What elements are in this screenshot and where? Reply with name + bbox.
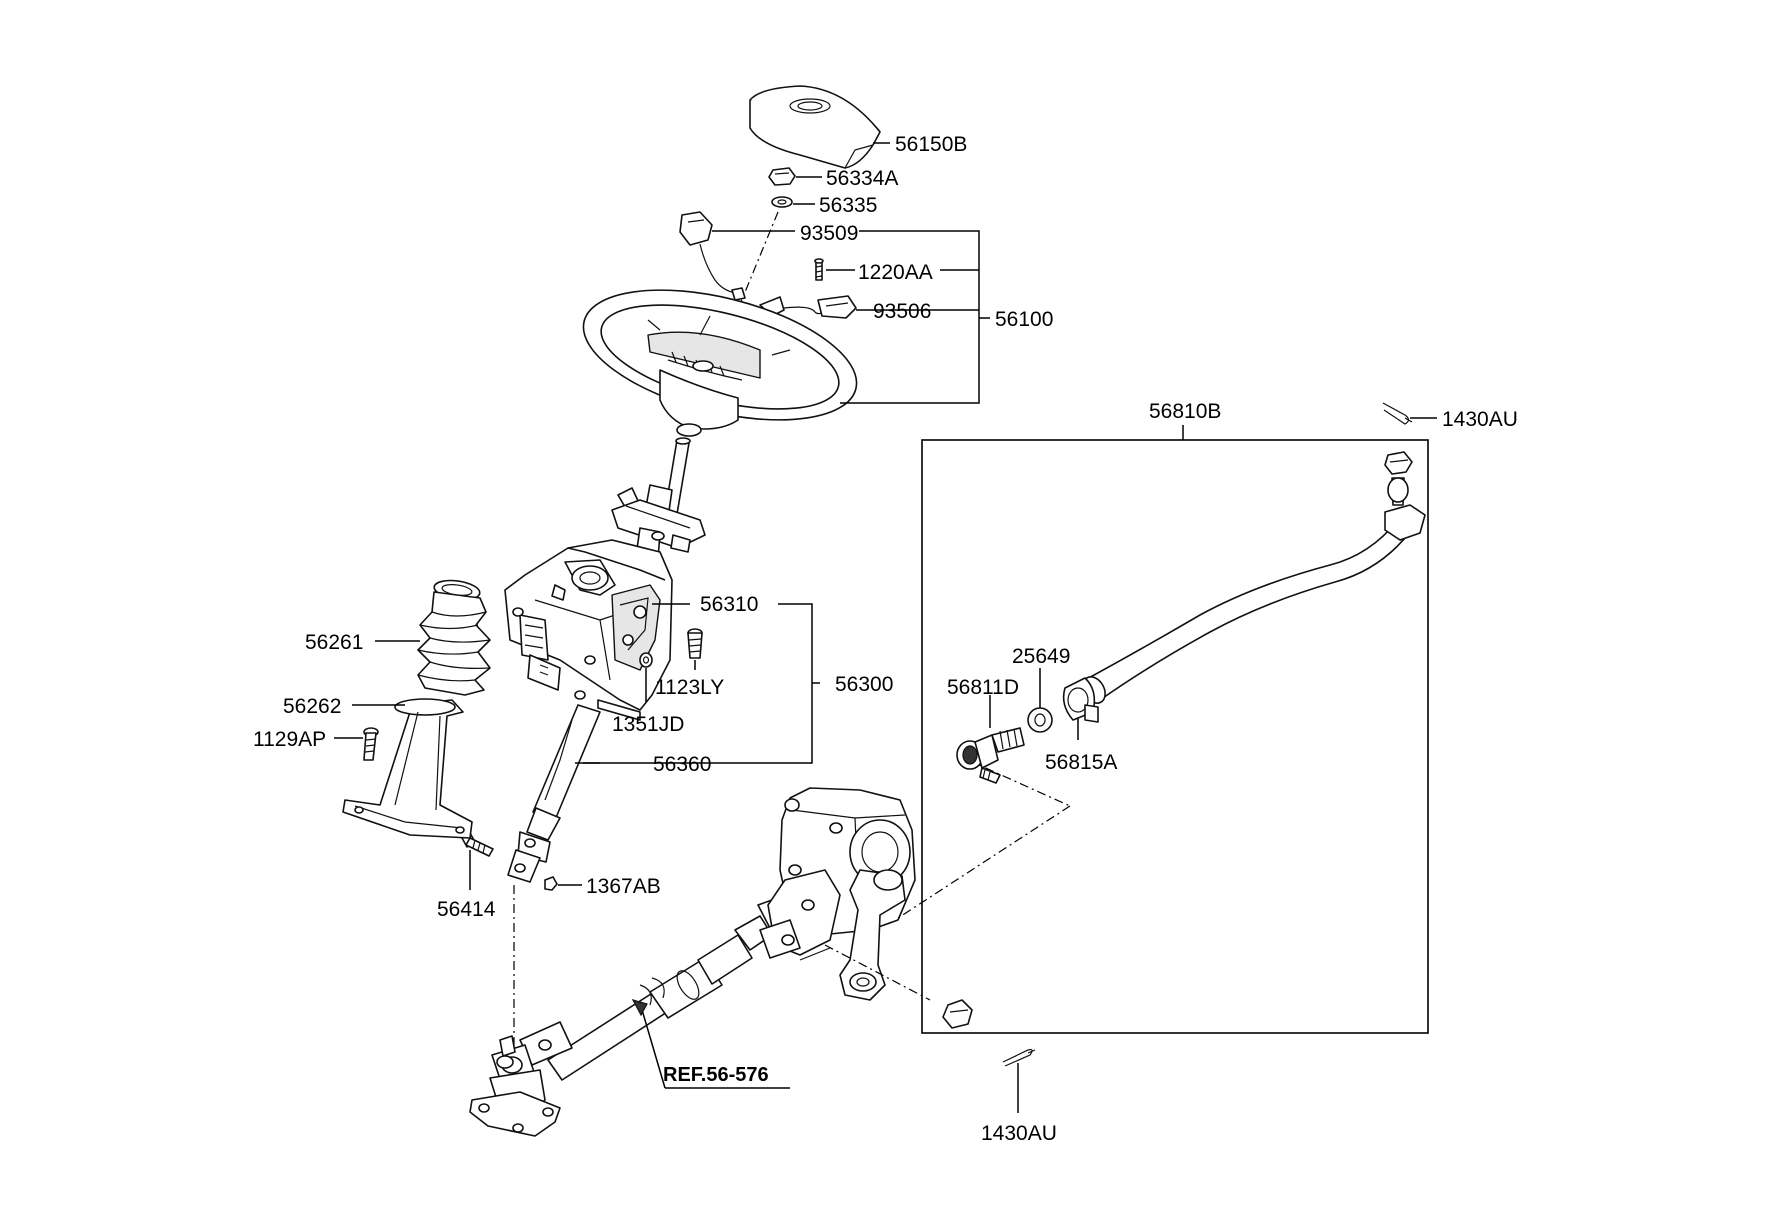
ref-label: REF.56-576 bbox=[663, 1064, 769, 1086]
dust-boot[interactable] bbox=[417, 578, 491, 696]
label-56262: 56262 bbox=[283, 695, 341, 718]
label-56360: 56360 bbox=[653, 753, 711, 776]
bolt-1129AP[interactable] bbox=[363, 727, 379, 761]
washer[interactable] bbox=[771, 196, 793, 208]
label-56100: 56100 bbox=[995, 308, 1053, 331]
label-56334A: 56334A bbox=[826, 167, 898, 190]
steering-wheel[interactable] bbox=[570, 266, 869, 444]
label-56810B: 56810B bbox=[1149, 400, 1221, 423]
intermediate-shaft[interactable] bbox=[519, 889, 813, 1081]
clock-spring-connector[interactable] bbox=[759, 295, 857, 321]
column-shaft[interactable] bbox=[507, 704, 601, 883]
label-56335: 56335 bbox=[819, 194, 877, 217]
pitman-arm[interactable] bbox=[839, 869, 906, 1001]
ball-joint-end[interactable] bbox=[956, 727, 1025, 784]
bolt-1123LY[interactable] bbox=[687, 628, 703, 659]
drag-link-kit-box bbox=[921, 439, 1429, 1034]
label-56261: 56261 bbox=[305, 631, 363, 654]
label-56310: 56310 bbox=[700, 593, 758, 616]
label-93509: 93509 bbox=[800, 222, 858, 245]
label-25649: 25649 bbox=[1012, 645, 1070, 668]
upper-steering-shaft[interactable] bbox=[611, 437, 706, 561]
label-1430AU-top: 1430AU bbox=[1442, 408, 1518, 431]
washer-1351JD[interactable] bbox=[639, 652, 653, 668]
column-bracket[interactable] bbox=[504, 539, 673, 721]
label-1367AB: 1367AB bbox=[586, 875, 661, 898]
screw[interactable] bbox=[814, 258, 824, 281]
label-1220AA: 1220AA bbox=[858, 261, 933, 284]
label-56150B: 56150B bbox=[895, 133, 967, 156]
cotter-pin-top[interactable] bbox=[1382, 402, 1413, 425]
drag-link-nut[interactable] bbox=[942, 999, 973, 1029]
label-1351JD: 1351JD bbox=[612, 713, 684, 736]
label-1129AP: 1129AP bbox=[253, 728, 326, 751]
airbag-module[interactable] bbox=[749, 85, 881, 169]
label-93506: 93506 bbox=[873, 300, 931, 323]
steering-nut[interactable] bbox=[768, 167, 796, 186]
label-56300: 56300 bbox=[835, 673, 893, 696]
label-56815A: 56815A bbox=[1045, 751, 1117, 774]
label-1123LY: 1123LY bbox=[655, 676, 724, 699]
lower-universal-joint[interactable] bbox=[469, 1035, 561, 1137]
label-56811D: 56811D bbox=[947, 676, 1019, 699]
label-56414: 56414 bbox=[437, 898, 496, 921]
boot-cover[interactable] bbox=[342, 698, 473, 839]
drag-link-tube[interactable] bbox=[1078, 451, 1426, 707]
seal-cap[interactable] bbox=[1062, 677, 1099, 723]
horn-contact-wire[interactable] bbox=[679, 211, 746, 301]
yoke-bolt[interactable] bbox=[461, 832, 494, 857]
nut-1367AB[interactable] bbox=[544, 876, 558, 891]
cotter-pin-bottom[interactable] bbox=[1002, 1048, 1036, 1067]
label-1430AU-bottom: 1430AU bbox=[981, 1122, 1057, 1145]
clamp-ring[interactable] bbox=[1027, 707, 1053, 733]
